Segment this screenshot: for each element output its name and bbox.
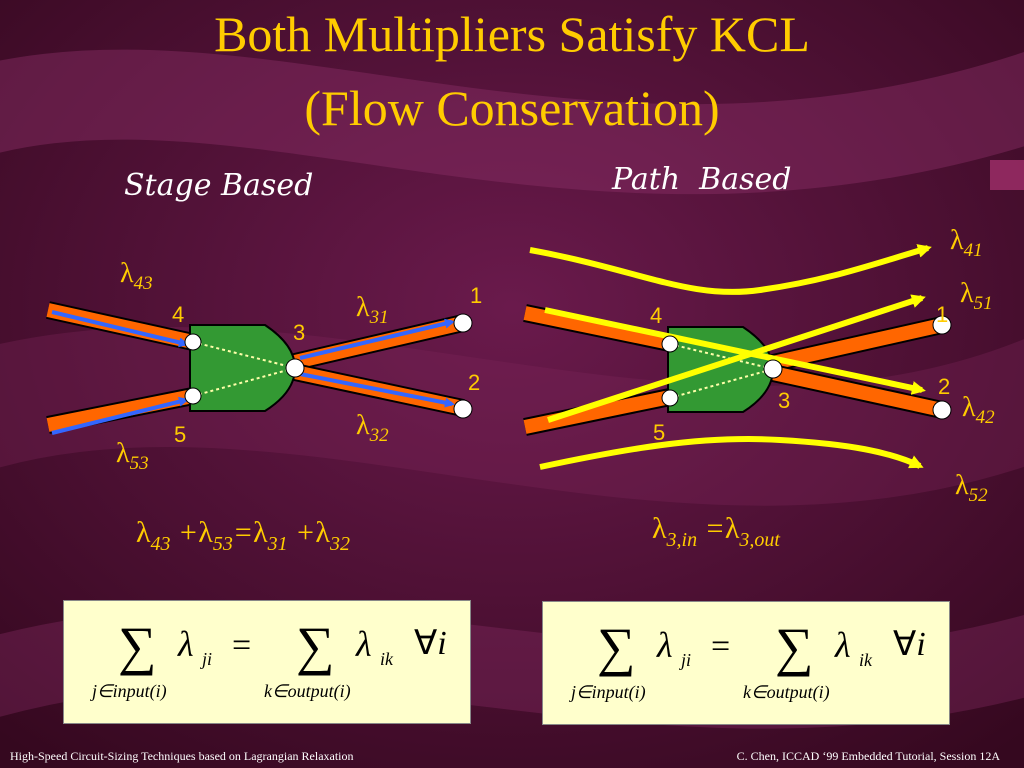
left-pin-5	[184, 387, 202, 405]
footer-left: High-Speed Circuit-Sizing Techniques bas…	[10, 749, 354, 763]
footer-right: C. Chen, ICCAD ‘99 Embedded Tutorial, Se…	[736, 749, 1000, 763]
sum-symbol-out: ∑	[296, 616, 335, 676]
subscript-ji: ji	[681, 650, 692, 670]
right-pin-4	[661, 335, 679, 353]
lambda-out: λ	[356, 624, 372, 664]
left-wire-5	[46, 387, 195, 434]
right-pin-5	[661, 389, 679, 407]
lambda-in: λ	[657, 625, 673, 665]
left-pin-2	[453, 399, 473, 419]
right-node-1: 1	[936, 302, 949, 327]
subscript-ik: ik	[859, 650, 872, 670]
lambda-out: λ	[835, 625, 851, 665]
label-lambda-52: λ52	[955, 470, 988, 506]
path-based-formula-box: ∑ λ ji = ∑ λ ik ∀i j∈input(i) k∈output(i…	[542, 601, 950, 725]
left-arrow-53	[51, 396, 189, 435]
label-lambda-41: λ41	[950, 225, 983, 261]
title-line-2: (Flow Conservation)	[304, 80, 720, 136]
forall-i: ∀i	[893, 626, 926, 663]
right-pin-1	[932, 315, 952, 335]
right-wire-2	[771, 364, 944, 419]
title-line-1: Both Multipliers Satisfy KCL	[214, 6, 810, 62]
left-node-2: 2	[468, 370, 481, 395]
path-based-equation: λ3,in =λ3,out	[652, 512, 780, 551]
right-pin-2	[932, 400, 952, 420]
label-lambda-42: λ42	[962, 392, 995, 428]
limit-input: j∈input(i)	[92, 681, 167, 701]
left-pin-4	[184, 333, 202, 351]
kcl-formula: ∑ λ ji = ∑ λ ik ∀i j∈input(i) k∈output(i…	[64, 601, 470, 723]
limit-output: k∈output(i)	[743, 682, 830, 702]
right-node-2: 2	[938, 374, 951, 399]
path-arrow-41	[529, 244, 932, 295]
sum-symbol-out: ∑	[775, 617, 814, 677]
right-node-3: 3	[778, 388, 791, 413]
left-arrow-31	[299, 318, 455, 360]
stage-based-formula-box: ∑ λ ji = ∑ λ ik ∀i j∈input(i) k∈output(i…	[63, 600, 471, 724]
formula-equals: =	[711, 628, 731, 665]
left-node-4: 4	[172, 302, 185, 327]
left-pin-1	[453, 313, 473, 333]
limit-output: k∈output(i)	[264, 681, 351, 701]
stage-based-equation: λ43 +λ53=λ31 +λ32	[136, 516, 350, 555]
left-node-5: 5	[174, 422, 187, 447]
right-node-4: 4	[650, 303, 663, 328]
left-arrow-32	[299, 372, 455, 408]
right-wire-1	[771, 316, 944, 372]
label-lambda-43: λ43	[120, 258, 153, 294]
label-lambda-31: λ31	[356, 292, 389, 328]
left-gate	[189, 324, 297, 412]
path-arrow-42	[544, 307, 926, 395]
left-arrow-43	[51, 310, 189, 348]
left-wire-1	[292, 314, 466, 371]
label-lambda-51: λ51	[960, 278, 993, 314]
left-pin-3	[285, 358, 305, 378]
sum-symbol-in: ∑	[597, 617, 636, 677]
formula-equals: =	[232, 627, 252, 664]
right-node-5: 5	[653, 420, 666, 445]
subscript-ji: ji	[202, 649, 213, 669]
lambda-in: λ	[178, 624, 194, 664]
left-node-1: 1	[470, 283, 483, 308]
path-based-heading: Path Based	[612, 162, 792, 197]
right-pin-3	[763, 359, 783, 379]
stage-based-heading: Stage Based	[124, 168, 314, 203]
subscript-ik: ik	[380, 649, 393, 669]
right-wire-4	[523, 304, 672, 352]
forall-i: ∀i	[414, 625, 447, 662]
label-lambda-53: λ53	[116, 438, 149, 474]
kcl-formula: ∑ λ ji = ∑ λ ik ∀i j∈input(i) k∈output(i…	[543, 602, 949, 724]
label-lambda-32: λ32	[356, 410, 389, 446]
sum-symbol-in: ∑	[118, 616, 157, 676]
limit-input: j∈input(i)	[571, 682, 646, 702]
left-node-3: 3	[293, 320, 306, 345]
path-arrow-51	[547, 294, 926, 423]
path-arrow-52	[539, 436, 924, 470]
